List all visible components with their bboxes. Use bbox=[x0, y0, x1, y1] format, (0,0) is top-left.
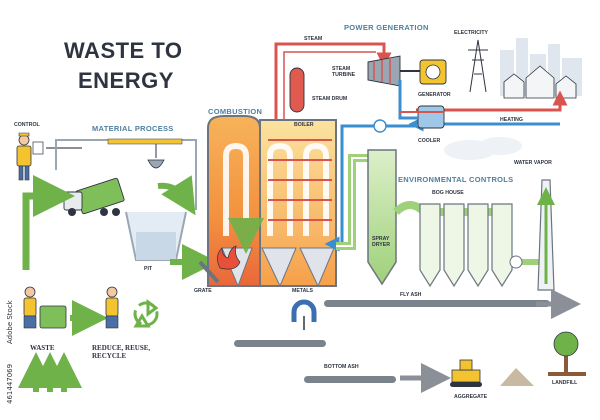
condensate-line bbox=[398, 80, 418, 120]
label-cooler: COOLER bbox=[418, 138, 440, 144]
cooler bbox=[417, 105, 445, 129]
label-waste: WASTE bbox=[30, 344, 55, 352]
bottom-ash-conveyor-1 bbox=[234, 340, 326, 347]
flue-gas-arrow-1 bbox=[223, 142, 264, 254]
crane-grab-icon bbox=[147, 144, 165, 169]
flow-arrow-crane bbox=[157, 175, 196, 216]
magnet-icon bbox=[291, 299, 317, 330]
up-arrows-icon bbox=[18, 352, 82, 392]
steam-turbine-icon bbox=[367, 55, 401, 87]
flame-icon bbox=[217, 245, 241, 270]
label-steam-drum: STEAM DRUM bbox=[312, 96, 347, 102]
flue-gas-to-dryer-core bbox=[336, 157, 376, 247]
label-aggregate: AGGREGATE bbox=[454, 394, 488, 400]
title-line1: WASTE TO bbox=[64, 38, 183, 63]
label-fly-ash: FLY ASH bbox=[400, 292, 422, 298]
section-combustion: COMBUSTION bbox=[208, 107, 262, 116]
bottom-ash-conveyor-2 bbox=[304, 376, 396, 383]
section-power-generation: POWER GENERATION bbox=[344, 23, 429, 32]
fly-ash-conveyor bbox=[324, 300, 550, 307]
section-environmental-controls: ENVIRONMENTAL CONTROLS bbox=[398, 175, 514, 184]
label-landfill: LANDFILL bbox=[552, 380, 578, 386]
flow-arrow-waste-up bbox=[22, 175, 75, 270]
label-boiler: BOILER bbox=[294, 122, 314, 128]
flue-gas-arrow-3 bbox=[303, 142, 329, 236]
label-control: CONTROL bbox=[14, 122, 40, 128]
generator-icon bbox=[400, 59, 447, 85]
label-steam: STEAM bbox=[304, 36, 322, 42]
grate bbox=[198, 260, 220, 284]
heating-line bbox=[416, 90, 568, 112]
recycle-worker-icon bbox=[105, 286, 119, 329]
label-metals: METALS bbox=[292, 288, 313, 294]
label-water-vapor: WATER VAPOR bbox=[514, 160, 552, 166]
stock-brand: Adobe Stock bbox=[6, 299, 14, 344]
label-bog-house: BOG HOUSE bbox=[432, 190, 464, 196]
bulldozer-icon bbox=[450, 359, 534, 387]
label-electricity: ELECTRICITY bbox=[454, 30, 489, 36]
control-line bbox=[46, 147, 82, 170]
fan-icon bbox=[509, 255, 523, 269]
control-operator-icon bbox=[16, 132, 44, 181]
stock-id: 461447069 bbox=[6, 364, 14, 404]
water-vapor-cloud bbox=[444, 137, 522, 160]
label-bottom-ash: BOTTOM ASH bbox=[324, 364, 359, 370]
houses-icon bbox=[503, 65, 577, 99]
pit-fill bbox=[136, 232, 176, 260]
landfill-tree-icon bbox=[548, 331, 586, 376]
power-pylon-icon bbox=[468, 39, 488, 93]
label-reduce-reuse-recycle: REDUCE, REUSE,RECYCLE bbox=[92, 344, 150, 360]
spray-dryer bbox=[367, 149, 397, 286]
title-line2: ENERGY bbox=[78, 68, 174, 93]
label-generator: GENERATOR bbox=[418, 92, 451, 98]
boiler-coils bbox=[268, 139, 332, 221]
crane-rail bbox=[107, 138, 183, 145]
bag-house bbox=[419, 203, 513, 288]
section-material-process: MATERIAL PROCESS bbox=[92, 124, 174, 133]
label-heating: HEATING bbox=[500, 117, 523, 123]
steam-drum bbox=[289, 67, 305, 113]
waste-worker-icon bbox=[23, 286, 67, 329]
pump-icon bbox=[373, 119, 387, 133]
flue-gas-arrow-2 bbox=[267, 142, 293, 236]
label-pit: PIT bbox=[144, 266, 153, 272]
recycle-icon bbox=[133, 299, 159, 328]
garbage-truck-icon bbox=[63, 177, 125, 216]
label-grate: GRATE bbox=[194, 288, 212, 294]
steam-line-inner bbox=[283, 51, 376, 120]
steam-line bbox=[274, 42, 392, 120]
